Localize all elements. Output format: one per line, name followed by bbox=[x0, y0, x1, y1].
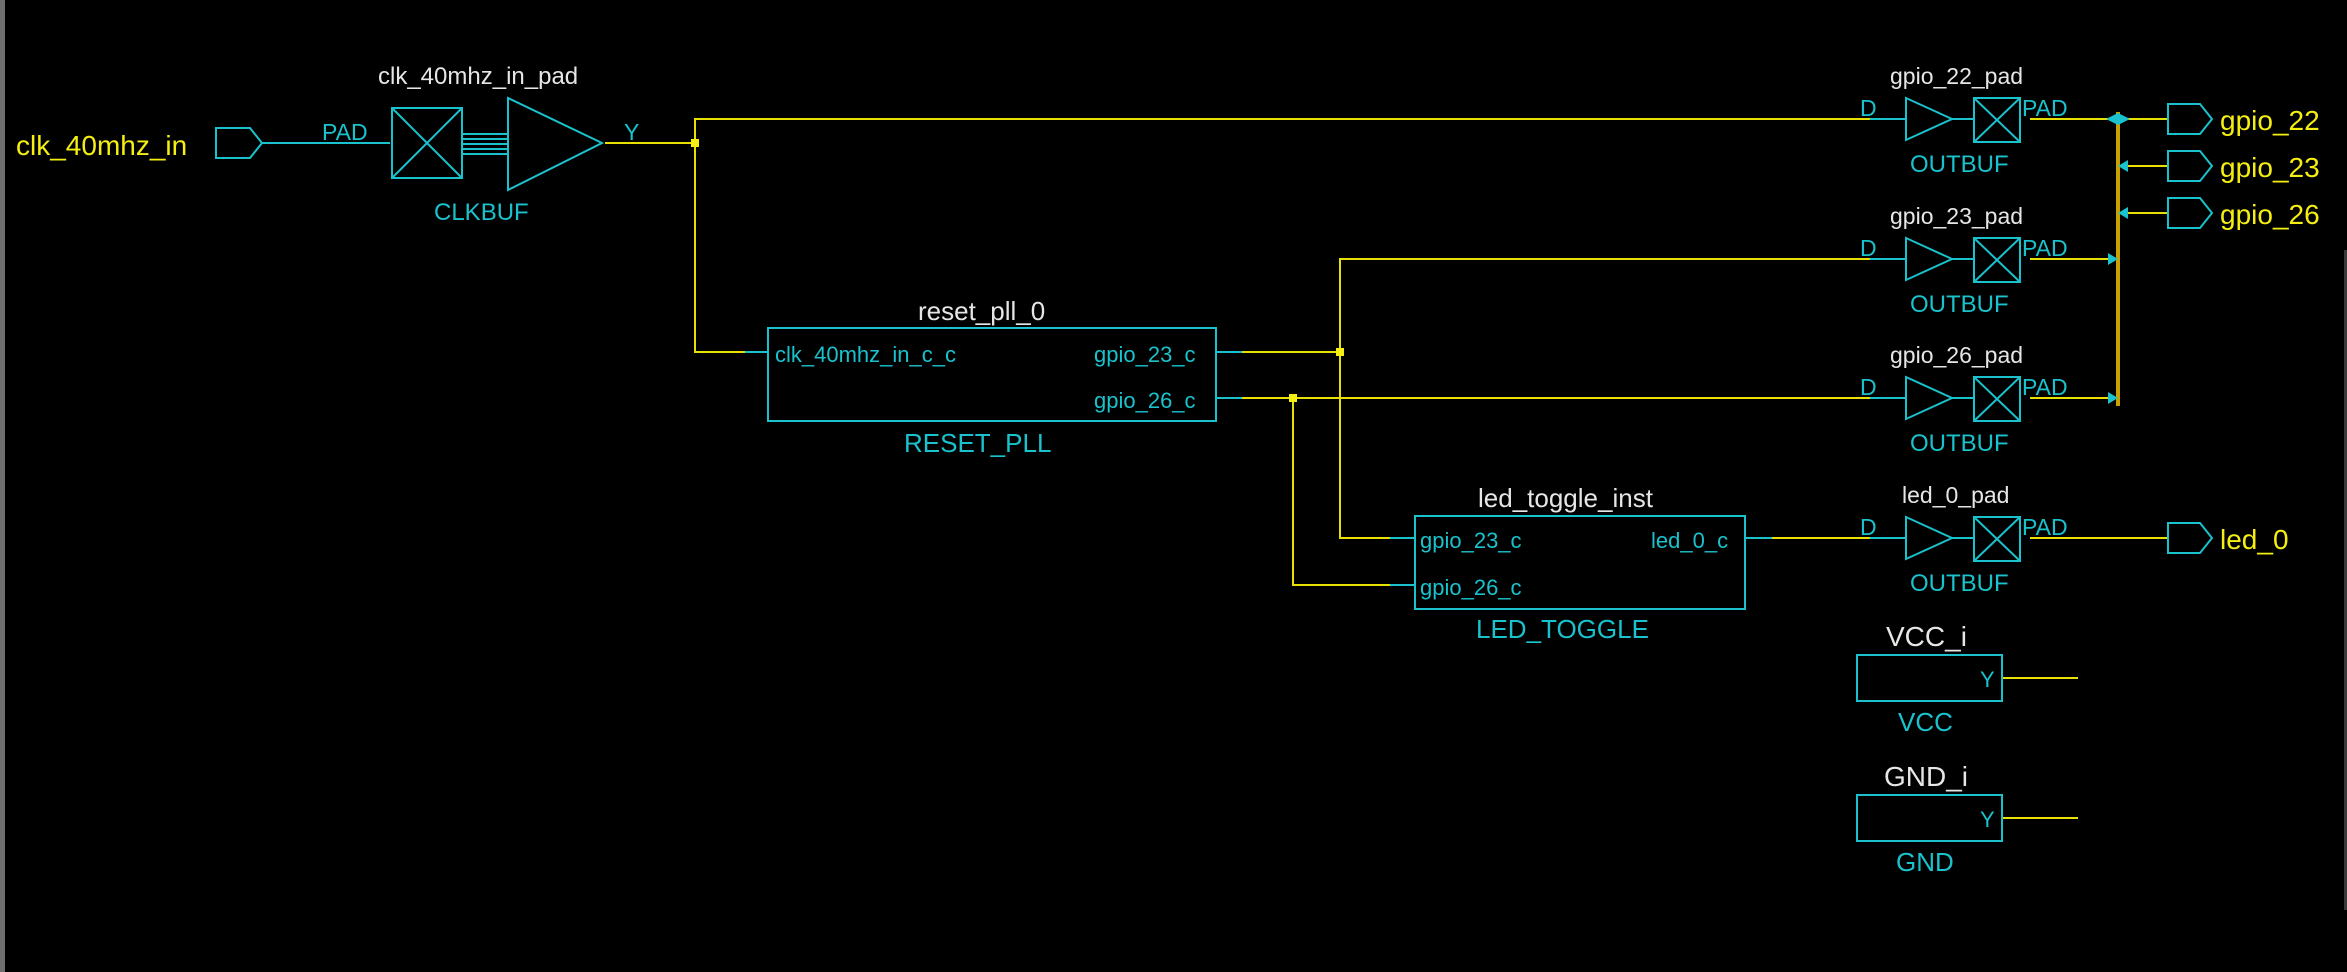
gnd-pin-y: Y bbox=[1980, 807, 1995, 832]
reset-pll-instance-name: reset_pll_0 bbox=[918, 296, 1045, 326]
reset-pll-pin-gpio26: gpio_26_c bbox=[1094, 388, 1196, 413]
bus-ripper-icon bbox=[2118, 160, 2128, 172]
pad-box-icon bbox=[1973, 376, 2021, 422]
outbuf-instance-name: led_0_pad bbox=[1902, 482, 2009, 508]
window-scrollbar[interactable] bbox=[2344, 250, 2347, 910]
pad-x-line bbox=[1973, 237, 2021, 283]
clkbuf-instance-name: clk_40mhz_in_pad bbox=[378, 63, 578, 90]
output-port-gpio26[interactable]: gpio_26 bbox=[2167, 197, 2320, 230]
clkbuf-pin-pad: PAD bbox=[322, 119, 368, 145]
led-toggle-cell[interactable]: led_toggle_inst gpio_23_c gpio_26_c led_… bbox=[1390, 483, 1772, 644]
reset-pll-pin-gpio23: gpio_23_c bbox=[1094, 342, 1196, 367]
outbuf-pin-pad: PAD bbox=[2022, 235, 2068, 261]
pad-box-icon bbox=[1973, 97, 2021, 143]
net-clk-to-reset-pll[interactable] bbox=[694, 143, 745, 353]
window-left-edge bbox=[0, 0, 5, 972]
gnd-box bbox=[1856, 794, 2003, 842]
net-gpio23-c[interactable] bbox=[1242, 258, 1870, 353]
outbuf-type: OUTBUF bbox=[1910, 430, 2009, 457]
outbuf-triangle-icon bbox=[1905, 515, 1955, 561]
pad-x-line bbox=[1973, 516, 2021, 562]
reset-pll-cell[interactable]: reset_pll_0 clk_40mhz_in_c_c gpio_23_c g… bbox=[745, 296, 1242, 458]
outbuf-triangle-icon bbox=[1905, 375, 1955, 421]
bus-ripper-icon bbox=[2108, 392, 2118, 404]
pad-x-line bbox=[1973, 97, 2021, 143]
led-toggle-instance-name: led_toggle_inst bbox=[1478, 483, 1654, 513]
net-gpio26-c-to-led[interactable] bbox=[1292, 398, 1390, 586]
net-clk-40mhz-main[interactable] bbox=[605, 118, 1870, 144]
outbuf-pin-pad: PAD bbox=[2022, 95, 2068, 121]
outbuf-type: OUTBUF bbox=[1910, 291, 2009, 318]
output-port-icon bbox=[2167, 103, 2214, 135]
junction-dot bbox=[1289, 394, 1297, 402]
vcc-instance-name: VCC_i bbox=[1886, 621, 1967, 652]
led-toggle-pin-gpio23: gpio_23_c bbox=[1420, 528, 1522, 553]
output-port-icon bbox=[2167, 197, 2214, 229]
outbuf-pin-d: D bbox=[1860, 95, 1877, 121]
output-port-label: gpio_22 bbox=[2220, 105, 2320, 136]
pad-x-line bbox=[1973, 376, 2021, 422]
vcc-cell[interactable]: VCC_i Y VCC bbox=[1856, 621, 2003, 737]
input-port-icon bbox=[215, 127, 264, 159]
junction-dot bbox=[691, 139, 699, 147]
bus-ripper-icon bbox=[2118, 207, 2128, 219]
led-toggle-pin-led: led_0_c bbox=[1651, 528, 1728, 553]
outbuf-triangle-icon bbox=[1905, 236, 1955, 282]
led-toggle-type: LED_TOGGLE bbox=[1476, 614, 1649, 644]
outbuf-pin-d: D bbox=[1860, 374, 1877, 400]
outbuf-gpio23[interactable]: gpio_23_pad D PAD OUTBUF bbox=[1860, 203, 2068, 318]
output-port-label: led_0 bbox=[2220, 524, 2289, 555]
output-port-label: gpio_23 bbox=[2220, 152, 2320, 183]
output-port-gpio23[interactable]: gpio_23 bbox=[2167, 150, 2320, 183]
clkbuf-pin-y: Y bbox=[624, 119, 639, 145]
outbuf-instance-name: gpio_26_pad bbox=[1890, 342, 2023, 368]
outbuf-pin-d: D bbox=[1860, 235, 1877, 261]
outbuf-gpio22[interactable]: gpio_22_pad D PAD OUTBUF bbox=[1860, 63, 2068, 178]
outbuf-gpio26[interactable]: gpio_26_pad D PAD OUTBUF bbox=[1860, 342, 2068, 457]
pad-box-icon bbox=[1973, 237, 2021, 283]
outbuf-instance-name: gpio_22_pad bbox=[1890, 63, 2023, 89]
clkbuf-type: CLKBUF bbox=[434, 199, 529, 226]
led-toggle-pin-gpio26: gpio_26_c bbox=[1420, 575, 1522, 600]
outbuf-type: OUTBUF bbox=[1910, 570, 2009, 597]
output-port-icon bbox=[2167, 522, 2214, 554]
outbuf-triangle-icon bbox=[1905, 96, 1955, 142]
input-port-label: clk_40mhz_in bbox=[16, 130, 187, 161]
net-gpio23-c-to-led[interactable] bbox=[1339, 352, 1390, 539]
outbuf-instance-name: gpio_23_pad bbox=[1890, 203, 2023, 229]
led-toggle-box bbox=[1414, 515, 1746, 610]
outbuf-pin-d: D bbox=[1860, 514, 1877, 540]
reset-pll-box bbox=[767, 327, 1217, 422]
vcc-box bbox=[1856, 654, 2003, 702]
vcc-pin-y: Y bbox=[1980, 667, 1995, 692]
reset-pll-type: RESET_PLL bbox=[904, 428, 1051, 458]
outbuf-type: OUTBUF bbox=[1910, 151, 2009, 178]
gnd-cell[interactable]: GND_i Y GND bbox=[1856, 761, 2003, 877]
output-port-icon bbox=[2167, 150, 2214, 182]
output-port-led0[interactable]: led_0 bbox=[2167, 522, 2289, 555]
output-port-gpio22[interactable]: gpio_22 bbox=[2167, 103, 2320, 136]
clock-bus-lines bbox=[462, 133, 508, 155]
reset-pll-pin-clk: clk_40mhz_in_c_c bbox=[775, 342, 956, 367]
input-port-clk[interactable]: clk_40mhz_in bbox=[16, 127, 264, 161]
bus-ripper-icon bbox=[2108, 253, 2118, 265]
nets bbox=[262, 112, 2168, 819]
output-port-label: gpio_26 bbox=[2220, 199, 2320, 230]
gnd-type: GND bbox=[1896, 847, 1954, 877]
outbuf-led0[interactable]: led_0_pad D PAD OUTBUF bbox=[1860, 482, 2068, 597]
outbuf-pin-pad: PAD bbox=[2022, 374, 2068, 400]
bus-ripper-icon bbox=[2106, 113, 2130, 125]
outbuf-pin-pad: PAD bbox=[2022, 514, 2068, 540]
pad-x-line bbox=[391, 107, 463, 179]
pad-box-icon bbox=[1973, 516, 2021, 562]
clkbuf-cell[interactable]: clk_40mhz_in_pad PAD Y CLKBUF bbox=[322, 63, 639, 226]
vcc-type: VCC bbox=[1898, 707, 1953, 737]
buffer-triangle-icon bbox=[507, 96, 605, 192]
gnd-instance-name: GND_i bbox=[1884, 761, 1968, 792]
junction-dot bbox=[1336, 348, 1344, 356]
